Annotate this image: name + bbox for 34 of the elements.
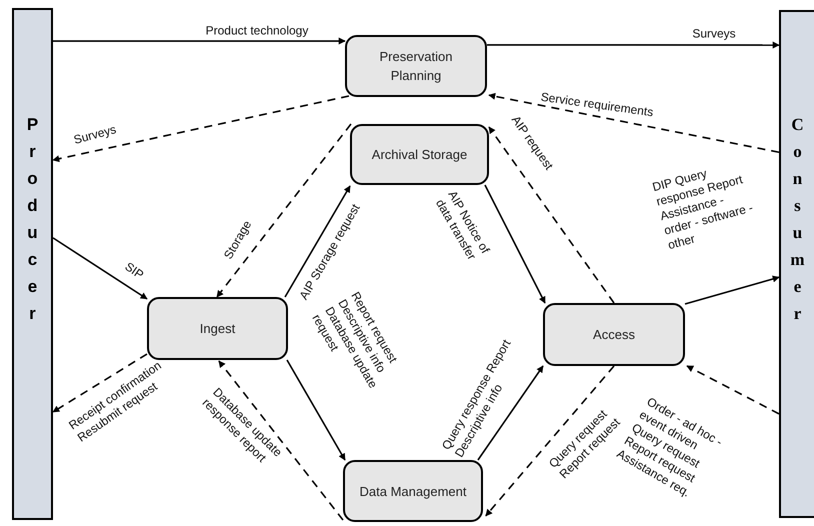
arrow — [477, 365, 544, 460]
edge-label: Product technology — [204, 24, 310, 38]
edge-label: SIP — [121, 258, 148, 284]
arrow — [484, 184, 546, 304]
arrow — [485, 365, 615, 516]
process-box — [343, 460, 483, 522]
box-label: Access — [593, 326, 635, 344]
process-box — [147, 297, 288, 360]
arrow — [488, 92, 780, 154]
box-label: Data Management — [360, 482, 466, 500]
process-box — [350, 124, 489, 185]
edge-label: Service requirements — [538, 88, 656, 122]
edge-label: Surveys — [71, 121, 119, 149]
box-label: Preservation Planning — [378, 48, 454, 85]
arrow — [53, 38, 346, 45]
arrow — [216, 124, 352, 298]
process-box — [543, 303, 685, 366]
arrow — [284, 185, 351, 298]
arrow — [286, 360, 346, 461]
box-label: Ingest — [200, 320, 236, 338]
edge-label: Surveys — [691, 26, 737, 42]
vertical-label: Producer — [26, 114, 44, 325]
entity-bar — [12, 8, 53, 520]
box-label: Archival Storage — [372, 146, 468, 164]
arrow — [218, 360, 344, 520]
entity-bar — [779, 10, 814, 518]
arrow — [487, 42, 780, 49]
arrow — [686, 365, 780, 415]
arrow — [52, 237, 148, 300]
arrow — [52, 95, 350, 162]
process-box — [345, 35, 487, 97]
vertical-label: Consumer — [789, 114, 810, 325]
arrow — [52, 353, 148, 413]
arrow — [488, 126, 615, 304]
